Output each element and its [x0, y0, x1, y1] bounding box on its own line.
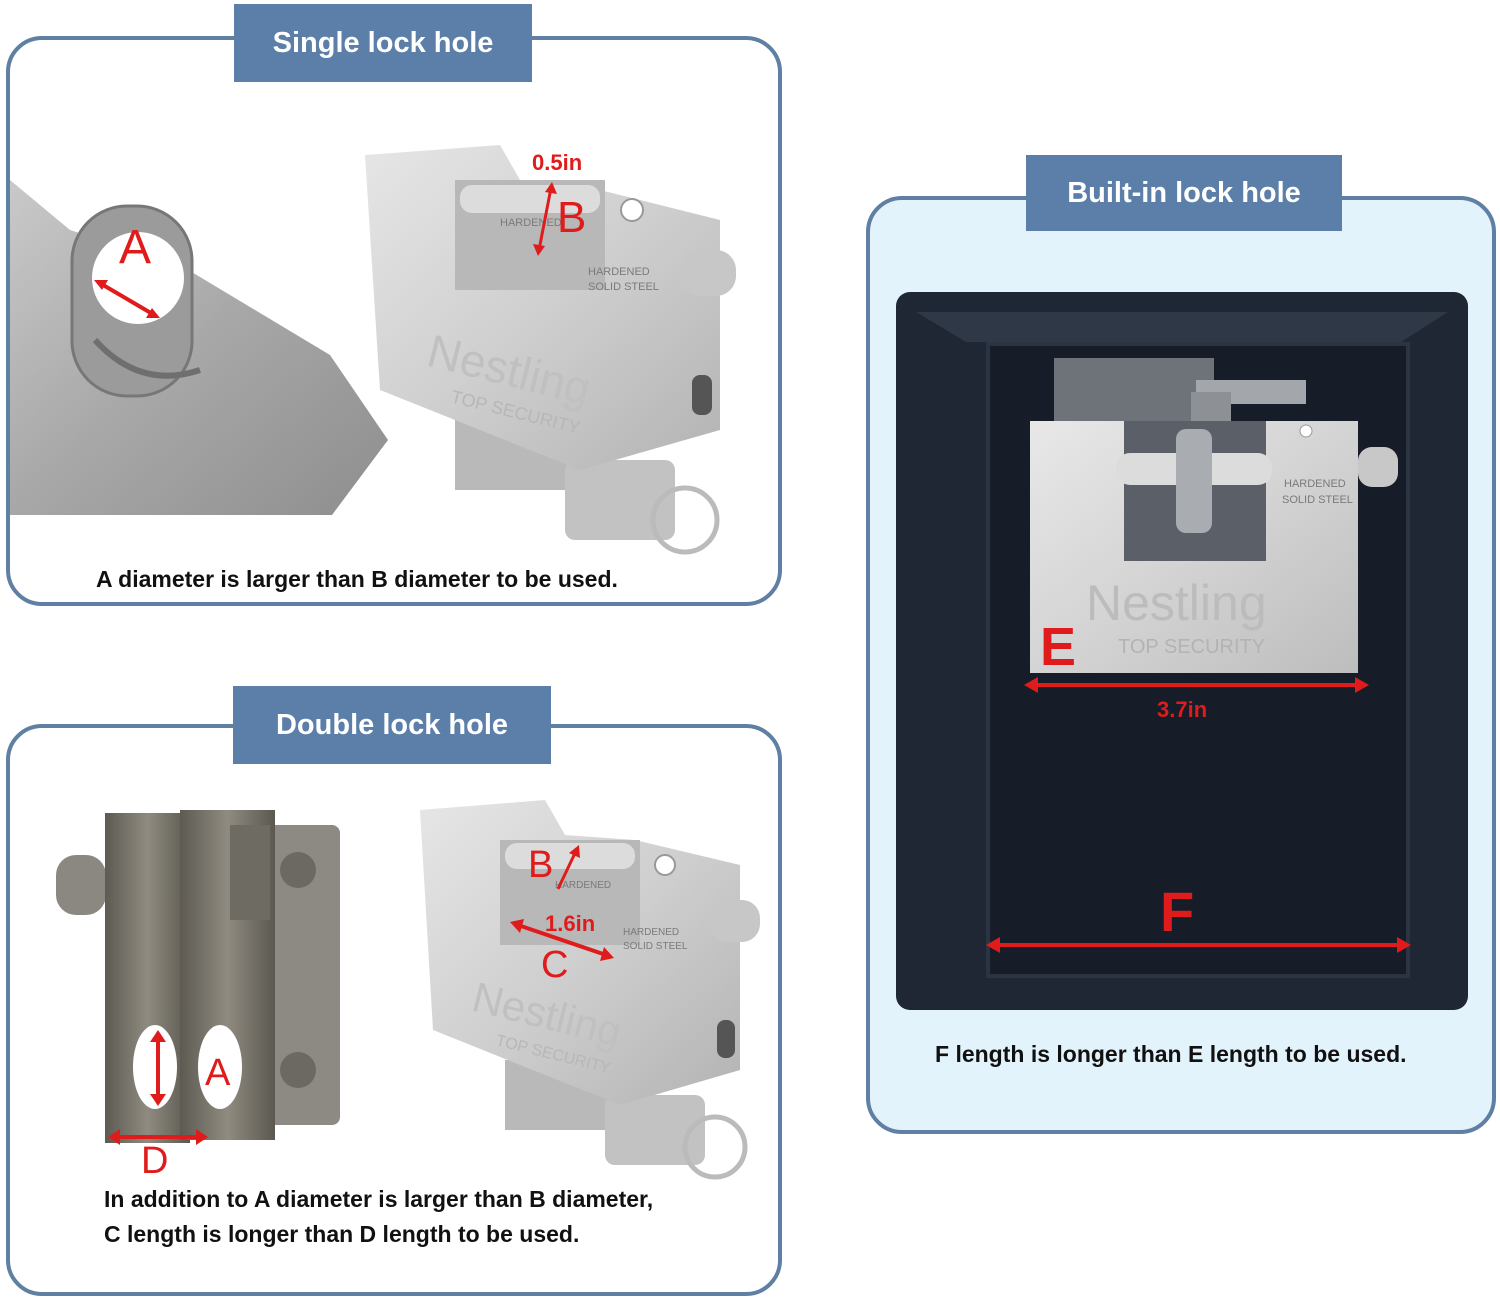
- diameter-b-arrow-single: [533, 182, 557, 256]
- built-in-lock-hole-title: Built-in lock hole: [1026, 155, 1342, 231]
- dimension-f-arrow: [986, 937, 1411, 953]
- lock-stamp-line2-double: SOLID STEEL: [623, 941, 688, 952]
- label-a-double: A: [205, 1052, 231, 1094]
- label-f: F: [1160, 880, 1195, 943]
- built-in-lock-hole-caption: F length is longer than E length to be u…: [935, 1041, 1407, 1067]
- lock-stamp-line2-built-in: SOLID STEEL: [1282, 494, 1353, 506]
- lock-stamp-line1-single: HARDENED: [588, 266, 650, 278]
- single-lock-hole-caption: A diameter is larger than B diameter to …: [96, 566, 618, 592]
- padlock-illustration-double: Nestling TOP SECURITY HARDENED SOLID STE…: [420, 800, 760, 1180]
- shackle-stamp-double: HARDENED: [555, 880, 611, 891]
- dimension-i-arrow: [150, 1030, 166, 1106]
- dimension-d-arrow: [108, 1129, 208, 1145]
- padlock-illustration-built-in: Nestling TOP SECURITY HARDENED SOLID STE…: [1030, 421, 1398, 673]
- hasp-plate-illustration: [10, 180, 388, 515]
- measure-double: 1.6in: [545, 911, 596, 936]
- hole-a-marker: [94, 280, 160, 318]
- double-lock-hole-caption-line1: In addition to A diameter is larger than…: [104, 1186, 654, 1212]
- label-b-double: B: [528, 844, 554, 886]
- diameter-b-arrow-double: [556, 845, 580, 890]
- dimension-c-arrow: [510, 919, 614, 961]
- measure-single: 0.5in: [532, 150, 583, 175]
- double-hasp-illustration: [56, 810, 340, 1143]
- label-a-single: A: [119, 221, 152, 274]
- label-d: D: [141, 1140, 169, 1182]
- lock-tagline-text-built-in: TOP SECURITY: [1118, 636, 1265, 658]
- dimension-e-arrow: [1024, 677, 1369, 693]
- label-c: C: [541, 944, 569, 986]
- single-lock-hole-title: Single lock hole: [234, 4, 532, 82]
- measure-built-in: 3.7in: [1157, 697, 1208, 722]
- double-lock-hole-title: Double lock hole: [233, 686, 551, 764]
- shackle-stamp-single: HARDENED: [500, 217, 562, 229]
- lock-stamp-line1-built-in: HARDENED: [1284, 478, 1346, 490]
- lock-stamp-line1-double: HARDENED: [623, 927, 679, 938]
- lock-stamp-line2-single: SOLID STEEL: [588, 281, 659, 293]
- lock-brand-text-built-in: Nestling: [1086, 575, 1267, 631]
- double-lock-hole-caption-line2: C length is longer than D length to be u…: [104, 1221, 580, 1247]
- label-b-single: B: [557, 193, 587, 242]
- label-e: E: [1040, 617, 1077, 677]
- padlock-illustration-single: Nestling TOP SECURITY HARDENED SOLID STE…: [365, 145, 736, 555]
